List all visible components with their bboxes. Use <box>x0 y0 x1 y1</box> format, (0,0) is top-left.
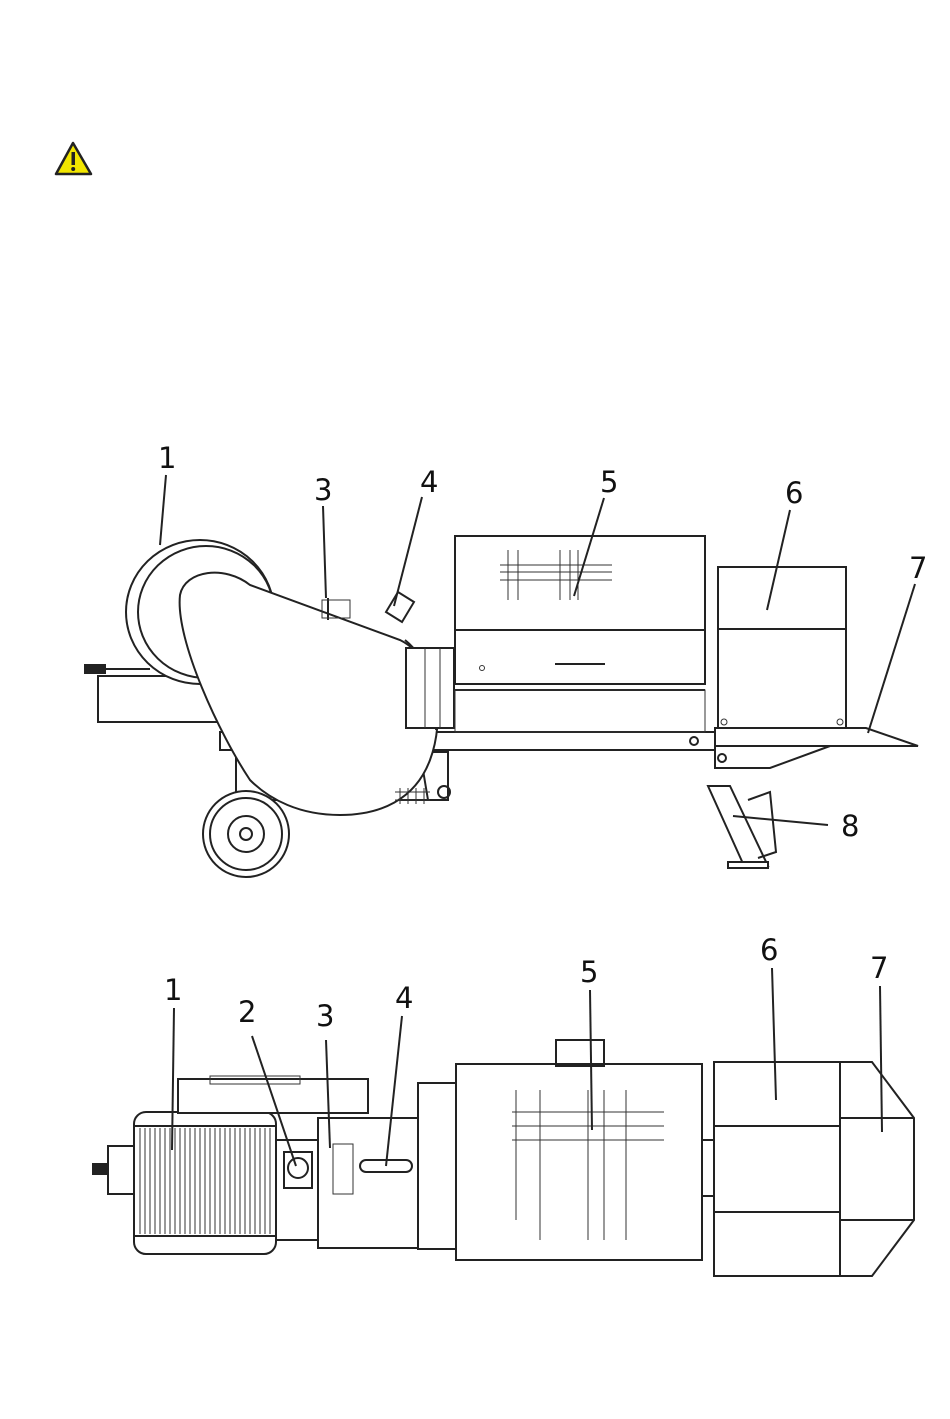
callout-top-6: 6 <box>760 933 778 967</box>
hopper-upper <box>718 567 846 629</box>
callout-top-7: 7 <box>870 951 888 985</box>
top-handle <box>556 1040 604 1066</box>
callout-side-4: 4 <box>420 465 438 499</box>
callout-side-7: 7 <box>909 551 927 585</box>
side-view-drawing <box>84 475 918 877</box>
wheel <box>203 791 289 877</box>
drum-housing <box>455 536 705 684</box>
callout-top-3: 3 <box>316 999 334 1033</box>
callout-side-5: 5 <box>600 465 618 499</box>
callout-side-6: 6 <box>785 476 803 510</box>
callout-side-8: 8 <box>841 809 859 843</box>
hopper-lower <box>718 629 846 728</box>
shaft-end <box>84 664 106 674</box>
hopper-top <box>714 1062 840 1276</box>
callout-side-3: 3 <box>314 473 332 507</box>
knife-housing <box>406 648 454 728</box>
motor-fins <box>140 1128 270 1234</box>
warning-triangle-icon <box>56 143 91 174</box>
outlet-tray <box>715 728 918 746</box>
support-leg <box>708 786 768 868</box>
callout-top-1: 1 <box>164 973 182 1007</box>
outlet-top <box>840 1062 914 1276</box>
handle-grip <box>386 592 414 622</box>
callout-side-1: 1 <box>158 441 176 475</box>
top-view-drawing <box>92 968 914 1276</box>
callout-top-4: 4 <box>395 981 413 1015</box>
drum-housing-top <box>456 1064 702 1260</box>
callout-top-2: 2 <box>238 995 256 1029</box>
callout-top-5: 5 <box>580 955 598 989</box>
